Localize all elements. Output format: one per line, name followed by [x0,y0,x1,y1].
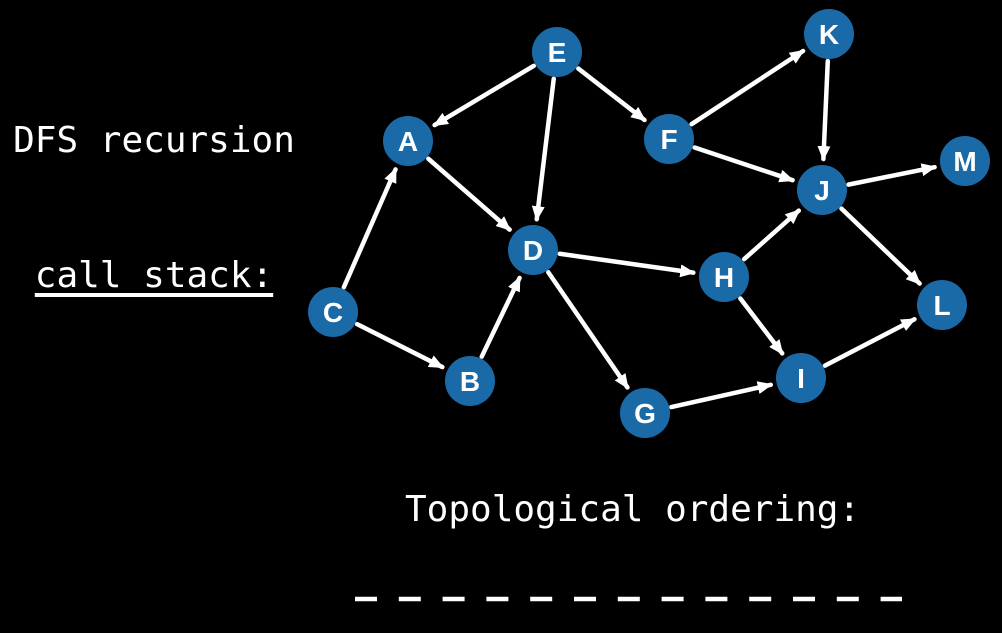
edge-F-to-K [689,48,806,127]
topological-ordering-label: Topological ordering: [405,489,861,530]
edge-K-to-J [817,58,831,162]
node-A [383,116,433,166]
graph-edges [341,48,937,410]
node-label-F: F [660,124,677,155]
edge-B-to-D [479,275,522,359]
edge-E-to-F [576,66,647,123]
edge-C-to-A [341,167,398,290]
node-D [508,225,558,275]
edge-E-to-D [531,76,557,222]
edge-A-to-D [426,156,512,232]
edge-D-to-G [546,270,630,390]
edge-E-to-A [432,63,537,128]
node-F [644,114,694,164]
node-label-D: D [523,235,543,266]
edge-F-to-J [692,145,795,183]
node-label-A: A [398,126,418,157]
dfs-stack-label: DFS recursion call stack: [8,28,300,388]
node-label-B: B [460,366,480,397]
node-E [532,27,582,77]
edge-J-to-L [839,206,922,286]
node-H [699,252,749,302]
node-label-E: E [548,37,567,68]
node-B [445,356,495,406]
edge-I-to-L [822,317,917,368]
node-I [776,353,826,403]
node-J [797,165,847,215]
node-label-C: C [323,297,343,328]
node-G [620,388,670,438]
node-M [940,136,990,186]
node-label-G: G [634,398,656,429]
edge-H-to-J [741,208,802,262]
dfs-stack-label-line1: DFS recursion [13,120,295,161]
node-L [917,280,967,330]
node-K [804,9,854,59]
node-label-I: I [797,363,805,394]
graph-nodes: A B C D E F G H I J K L M [308,9,990,438]
node-label-J: J [814,175,830,206]
edge-H-to-I [738,296,785,356]
edge-C-to-B [354,321,445,370]
edge-G-to-I [669,381,774,410]
node-label-L: L [933,290,950,321]
edge-D-to-H [557,251,696,278]
node-label-H: H [714,262,734,293]
node-C [308,287,358,337]
edge-J-to-M [846,163,937,187]
node-label-M: M [953,146,976,177]
dfs-stack-label-line2: call stack: [34,255,274,296]
node-label-K: K [819,19,839,50]
